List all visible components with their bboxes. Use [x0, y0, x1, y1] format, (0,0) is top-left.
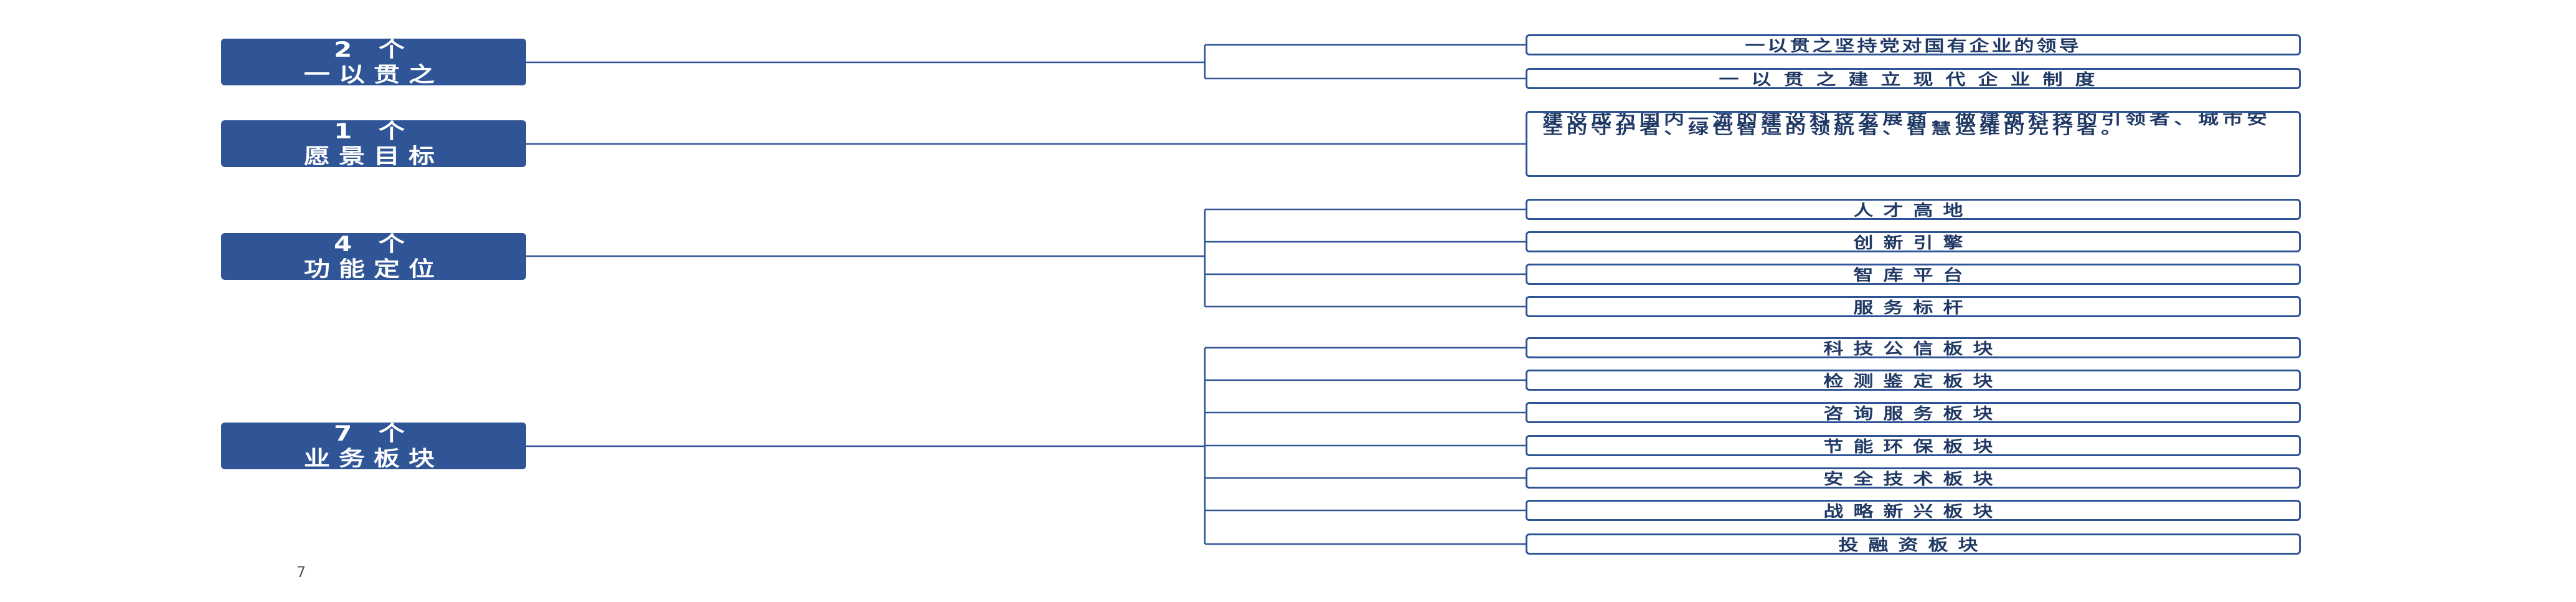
list-item: 安全技术板块 [1526, 467, 2301, 489]
list-item: 节能环保板块 [1526, 435, 2301, 456]
page-number: 7 [296, 563, 306, 581]
list-item: 一以贯之建立现代企业制度 [1526, 68, 2301, 89]
vision-statement: 建设成为国内一流的建设科技发展商，做建筑科技的引领者、城市安全的守护者、绿色智造… [1526, 111, 2301, 177]
group-count-label: 7 个 [334, 421, 413, 446]
list-item: 科技公信板块 [1526, 337, 2301, 358]
list-item: 检测鉴定板块 [1526, 370, 2301, 391]
group-vision-box: 1 个 愿景目标 [221, 120, 526, 167]
group-count-label: 2 个 [334, 37, 413, 62]
list-item: 创新引擎 [1526, 231, 2301, 252]
group-title: 愿景目标 [303, 143, 443, 168]
list-item: 智库平台 [1526, 264, 2301, 285]
list-item: 一以贯之坚持党对国有企业的领导 [1526, 34, 2301, 55]
list-item: 投融资板块 [1526, 533, 2301, 555]
list-item: 战略新兴板块 [1526, 500, 2301, 521]
list-item: 咨询服务板块 [1526, 402, 2301, 423]
group-yiyiguanzhi-box: 2 个 一以贯之 [221, 39, 526, 85]
group-title: 一以贯之 [303, 62, 443, 87]
group-function-box: 4 个 功能定位 [221, 233, 526, 280]
group-count-label: 4 个 [334, 231, 413, 256]
group-business-box: 7 个 业务板块 [221, 423, 526, 469]
group-title: 功能定位 [303, 256, 443, 281]
group-count-label: 1 个 [334, 118, 413, 143]
group-title: 业务板块 [303, 446, 443, 471]
list-item: 人才高地 [1526, 199, 2301, 220]
list-item: 服务标杆 [1526, 296, 2301, 317]
